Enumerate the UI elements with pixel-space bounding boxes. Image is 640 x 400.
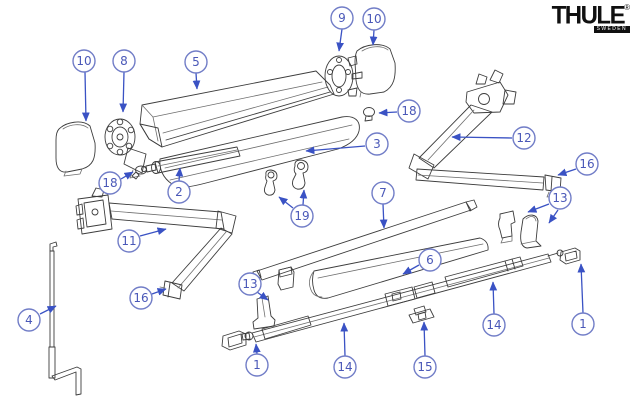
spring-arm-left-part xyxy=(75,187,237,292)
svg-text:14: 14 xyxy=(337,360,352,374)
callout-12: 12 xyxy=(451,126,536,150)
callout-1-left: 1 xyxy=(245,343,269,377)
svg-text:18: 18 xyxy=(102,176,117,190)
callout-7: 7 xyxy=(371,181,395,229)
callout-11: 11 xyxy=(117,227,167,253)
svg-text:15: 15 xyxy=(417,360,432,374)
tension-rafter-part xyxy=(241,249,564,343)
callout-18-left: 18 xyxy=(98,171,134,195)
fabric-clamps-part xyxy=(263,159,309,196)
callout-10-left: 10 xyxy=(72,49,96,122)
svg-text:1: 1 xyxy=(253,358,261,372)
svg-text:11: 11 xyxy=(121,234,136,248)
svg-text:13: 13 xyxy=(242,277,257,291)
rafter-bracket-right-part xyxy=(559,247,581,265)
rafter-bracket-left-part xyxy=(221,330,247,351)
cassette-housing-part xyxy=(139,70,335,148)
callout-5: 5 xyxy=(184,50,208,90)
gear-unit-right-part xyxy=(324,55,363,97)
svg-text:2: 2 xyxy=(175,185,183,199)
foot-cover-right-part xyxy=(520,214,542,249)
callout-9: 9 xyxy=(330,6,354,52)
svg-text:3: 3 xyxy=(373,137,381,151)
rail-slider-part xyxy=(408,305,435,324)
cap-nut-right-part xyxy=(363,107,375,122)
svg-text:14: 14 xyxy=(486,318,501,332)
foot-bracket-right-part xyxy=(498,210,516,244)
callout-1-right: 1 xyxy=(571,263,595,336)
svg-text:8: 8 xyxy=(120,54,128,68)
callout-19: 19 xyxy=(278,189,314,228)
callout-3: 3 xyxy=(305,132,389,156)
callout-13-bottom: 13 xyxy=(238,272,269,301)
callout-14-right: 14 xyxy=(482,281,506,337)
thule-logo-text: THULE xyxy=(551,1,626,30)
gear-unit-left-part xyxy=(104,118,147,179)
callout-6: 6 xyxy=(402,248,442,275)
svg-text:18: 18 xyxy=(401,104,416,118)
callout-13-right: 13 xyxy=(527,186,572,224)
callout-2: 2 xyxy=(167,167,191,204)
svg-text:16: 16 xyxy=(133,291,148,305)
svg-text:16: 16 xyxy=(579,157,594,171)
awning-fabric-part xyxy=(159,116,360,188)
callout-14-left: 14 xyxy=(333,322,357,379)
callout-10-right: 10 xyxy=(362,7,386,46)
callout-18-right: 18 xyxy=(378,99,421,123)
registered-trademark-mark: ® xyxy=(624,3,630,12)
thule-logo: THULE® SWEDEN xyxy=(551,1,630,33)
svg-text:13: 13 xyxy=(552,191,567,205)
svg-text:7: 7 xyxy=(379,186,387,200)
svg-text:4: 4 xyxy=(25,313,33,327)
svg-text:10: 10 xyxy=(76,54,91,68)
spring-arm-right-part xyxy=(408,69,545,191)
thule-logo-badge: SWEDEN xyxy=(593,26,630,33)
callout-15: 15 xyxy=(413,321,437,379)
svg-text:9: 9 xyxy=(338,11,346,25)
svg-text:12: 12 xyxy=(516,131,531,145)
end-cap-left-part xyxy=(55,121,96,177)
svg-text:6: 6 xyxy=(426,253,434,267)
foot-bracket-bottom-part xyxy=(252,266,295,330)
callout-16-right: 16 xyxy=(557,152,599,177)
callout-16-left: 16 xyxy=(129,286,167,310)
svg-text:5: 5 xyxy=(192,55,200,69)
roller-tube-part xyxy=(141,146,241,174)
fabric-roll-part xyxy=(309,237,489,299)
end-cap-right-part xyxy=(354,44,396,98)
callout-8: 8 xyxy=(112,49,136,113)
crank-rod-part xyxy=(48,241,82,396)
svg-text:19: 19 xyxy=(294,209,309,223)
svg-text:10: 10 xyxy=(366,12,381,26)
callout-4: 4 xyxy=(17,305,57,332)
svg-text:1: 1 xyxy=(579,317,587,331)
